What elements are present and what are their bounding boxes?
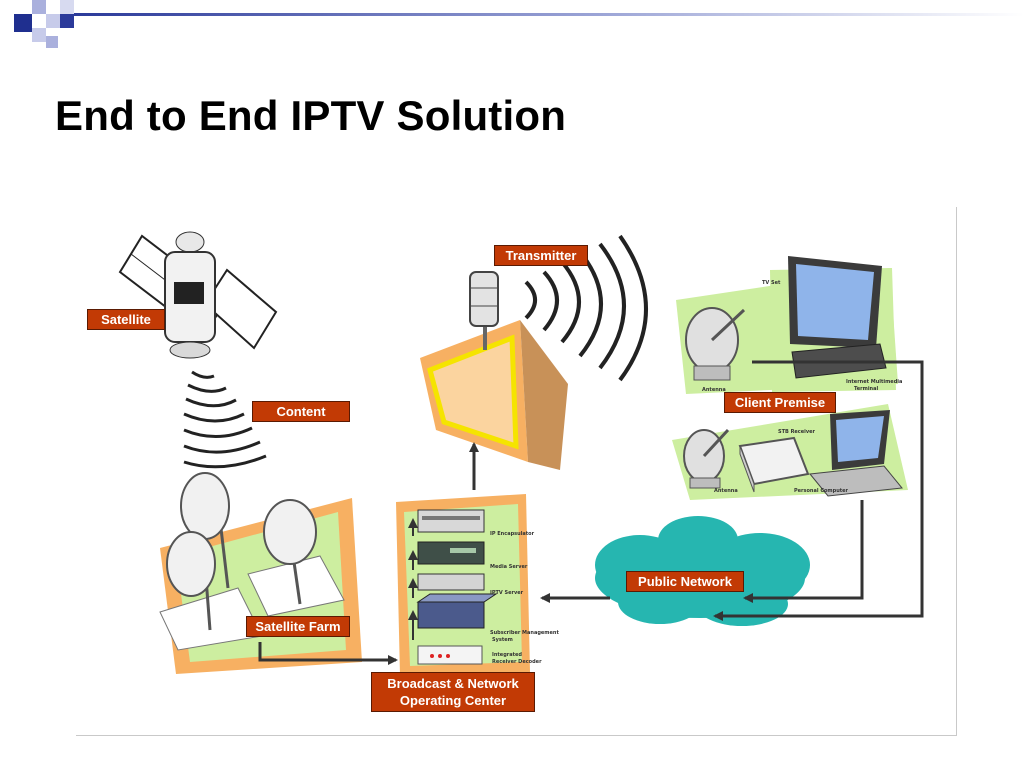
- page-title: End to End IPTV Solution: [55, 92, 567, 139]
- transmitter-building-icon: [420, 271, 568, 470]
- tv-to-network-line: [713, 360, 924, 621]
- satellite-farm-label: Satellite Farm: [246, 616, 350, 637]
- satellite-signal-waves: [183, 370, 267, 469]
- farm-to-bnoc-arrow: [258, 642, 398, 665]
- diagram-frame: [76, 207, 957, 736]
- svg-text:IPTV Server: IPTV Server: [490, 590, 524, 596]
- svg-text:IP Encapsulator: IP Encapsulator: [490, 531, 535, 537]
- broadcast-rack-icon: IP Encapsulator Media Server IPTV Server…: [396, 494, 559, 676]
- client-personal-computer-icon: STB Receiver Personal Computer Antenna: [672, 404, 908, 500]
- svg-text:Antenna: Antenna: [702, 387, 726, 393]
- transmitter-label: Transmitter: [494, 245, 588, 266]
- svg-text:Subscriber Management: Subscriber Management: [490, 630, 559, 636]
- transmitter-signal-waves: [524, 234, 648, 382]
- svg-text:Terminal: Terminal: [854, 386, 878, 392]
- svg-text:Antenna: Antenna: [714, 488, 738, 494]
- bnoc-label-line1: Broadcast & Network: [387, 676, 519, 691]
- bnoc-label: Broadcast & Network Operating Center: [371, 672, 535, 712]
- satellite-label: Satellite: [87, 309, 165, 330]
- svg-text:Receiver Decoder: Receiver Decoder: [492, 659, 542, 665]
- svg-text:STB Receiver: STB Receiver: [778, 429, 816, 435]
- connector-lines: [258, 360, 924, 665]
- corner-decoration: [14, 0, 1024, 48]
- content-label: Content: [252, 401, 350, 422]
- satellite-icon: [118, 231, 278, 359]
- public-network-label: Public Network: [626, 571, 744, 592]
- svg-text:Internet Multimedia: Internet Multimedia: [846, 379, 902, 385]
- pc-to-network-line: [743, 500, 864, 603]
- client-premise-label: Client Premise: [724, 392, 836, 413]
- svg-text:TV Set: TV Set: [762, 280, 781, 286]
- svg-text:System: System: [492, 637, 513, 643]
- svg-text:Media Server: Media Server: [490, 564, 528, 570]
- svg-text:Integrated: Integrated: [492, 652, 522, 658]
- svg-text:Personal Computer: Personal Computer: [794, 488, 849, 494]
- bnoc-label-line2: Operating Center: [399, 693, 507, 708]
- client-tv-set-icon: TV Set Internet Multimedia Terminal Ante…: [676, 256, 902, 394]
